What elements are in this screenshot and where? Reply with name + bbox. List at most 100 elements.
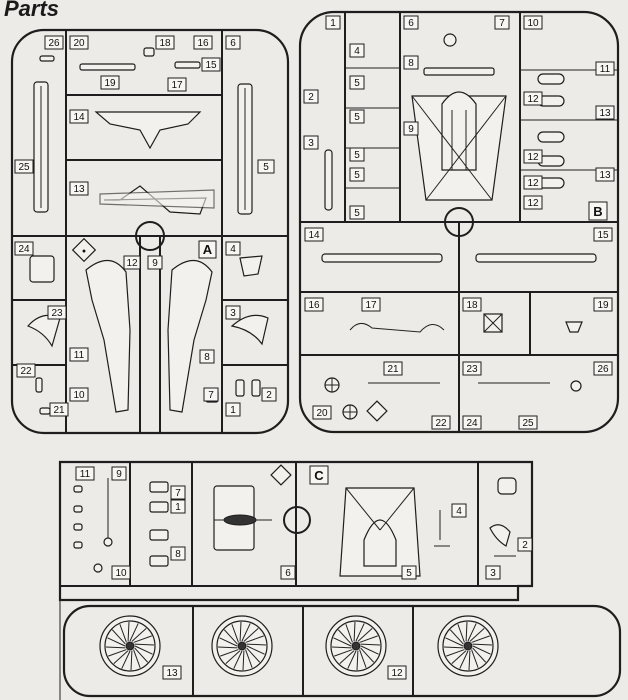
wheel-spoke: [108, 649, 127, 657]
wheel-spoke: [233, 650, 243, 669]
wheel-spoke: [113, 650, 129, 665]
svg-text:18: 18: [159, 38, 171, 49]
wheel-spoke: [334, 649, 353, 657]
svg-text:8: 8: [175, 549, 181, 560]
wheel-spoke: [246, 647, 261, 663]
sprue-c-emblem: [270, 464, 292, 486]
svg-text:5: 5: [354, 78, 360, 89]
wheel-spoke: [359, 635, 378, 643]
sprue-a: ● A 26 20 18 16 6 19 17 15 14 25 13 5 24…: [10, 28, 290, 435]
svg-text:24: 24: [18, 244, 30, 255]
svg-text:7: 7: [175, 488, 181, 499]
wheel-spoke: [467, 623, 477, 642]
wheel-spoke: [134, 643, 155, 646]
sprue-c-letter: C: [309, 465, 329, 485]
part-c7: [149, 481, 169, 493]
wheel-spoke: [245, 635, 264, 643]
wheel-spoke: [356, 650, 359, 671]
svg-text:23: 23: [466, 364, 478, 375]
part-a8: [167, 259, 213, 413]
part-b9: [411, 91, 507, 201]
sprue-b: B 1 4 6 7 10 8 11 2 3 12 13 12 5 5 5 5 5…: [298, 10, 620, 434]
wheel-spoke: [134, 645, 153, 655]
svg-text:●: ●: [82, 248, 86, 255]
wheel-spoke: [225, 650, 241, 665]
svg-text:26: 26: [48, 38, 60, 49]
part-c5: [339, 487, 421, 577]
sprue-a-part-numbers: 26 20 18 16 6 19 17 15 14 25 13 5 24 12 …: [14, 35, 277, 417]
svg-text:11: 11: [600, 64, 611, 75]
wheel-spoke: [472, 647, 487, 663]
svg-text:9: 9: [152, 258, 158, 269]
svg-text:18: 18: [466, 300, 478, 311]
svg-text:7: 7: [499, 18, 505, 29]
svg-text:12: 12: [126, 258, 138, 269]
svg-text:9: 9: [408, 124, 414, 135]
part-a3: [230, 314, 269, 346]
wheel-spoke: [465, 621, 468, 642]
wheel-spoke: [231, 624, 239, 643]
part-b18: [483, 313, 503, 333]
svg-text:1: 1: [330, 18, 336, 29]
svg-text:5: 5: [354, 208, 360, 219]
wheel-spoke: [223, 629, 238, 645]
sprue-a-letter: A: [198, 240, 217, 259]
wheel-spoke: [359, 649, 367, 668]
wheel-spoke: [119, 624, 127, 643]
sprue-a-frame: [10, 28, 290, 435]
svg-text:12: 12: [527, 152, 539, 163]
svg-text:13: 13: [73, 184, 85, 195]
part-c1: [497, 477, 517, 495]
svg-text:7: 7: [208, 390, 214, 401]
svg-text:6: 6: [285, 568, 291, 579]
wheel-spoke: [355, 623, 365, 642]
part-b8: [423, 67, 495, 76]
wheel-spoke: [459, 650, 469, 669]
part-b19: [565, 321, 583, 333]
wheel-spoke: [446, 649, 465, 657]
wheel-spoke: [129, 623, 139, 642]
wheel-spoke: [333, 637, 352, 647]
svg-text:10: 10: [527, 18, 539, 29]
svg-text:3: 3: [308, 138, 314, 149]
bombs-b12: [537, 73, 565, 189]
svg-text:21: 21: [53, 405, 65, 416]
wheel-spoke: [134, 647, 149, 663]
svg-text:3: 3: [230, 308, 236, 319]
svg-text:4: 4: [230, 244, 236, 255]
svg-text:12: 12: [527, 94, 539, 105]
svg-text:10: 10: [115, 568, 127, 579]
svg-text:14: 14: [308, 230, 320, 241]
wheel-spoke: [243, 627, 259, 642]
wheel-spoke: [471, 635, 490, 643]
svg-text:21: 21: [387, 364, 399, 375]
svg-text:20: 20: [316, 408, 328, 419]
svg-text:16: 16: [308, 300, 320, 311]
svg-text:24: 24: [466, 418, 478, 429]
wheel-spoke: [245, 649, 253, 668]
svg-text:12: 12: [527, 198, 539, 209]
wheel-3: [325, 615, 387, 677]
svg-text:19: 19: [597, 300, 609, 311]
part-a4: [239, 255, 263, 277]
svg-text:19: 19: [104, 78, 116, 89]
svg-text:25: 25: [18, 162, 30, 173]
sprue-b-letter: B: [588, 201, 608, 221]
wheel-4: [437, 615, 499, 677]
wheel-spoke: [331, 646, 352, 649]
part-c6: [213, 485, 272, 551]
svg-text:10: 10: [73, 390, 85, 401]
svg-text:C: C: [314, 468, 324, 483]
wheel-spoke: [353, 621, 356, 642]
svg-text:6: 6: [408, 18, 414, 29]
wheel-spoke: [443, 646, 464, 649]
svg-text:12: 12: [391, 668, 403, 679]
svg-text:1: 1: [175, 502, 181, 513]
wheel-spoke: [107, 637, 126, 647]
wheel-spoke: [339, 650, 355, 665]
wheel-spoke: [131, 627, 147, 642]
wheel-spoke: [242, 650, 245, 671]
wheel-spoke: [130, 650, 133, 671]
wheel-spoke: [121, 650, 131, 669]
